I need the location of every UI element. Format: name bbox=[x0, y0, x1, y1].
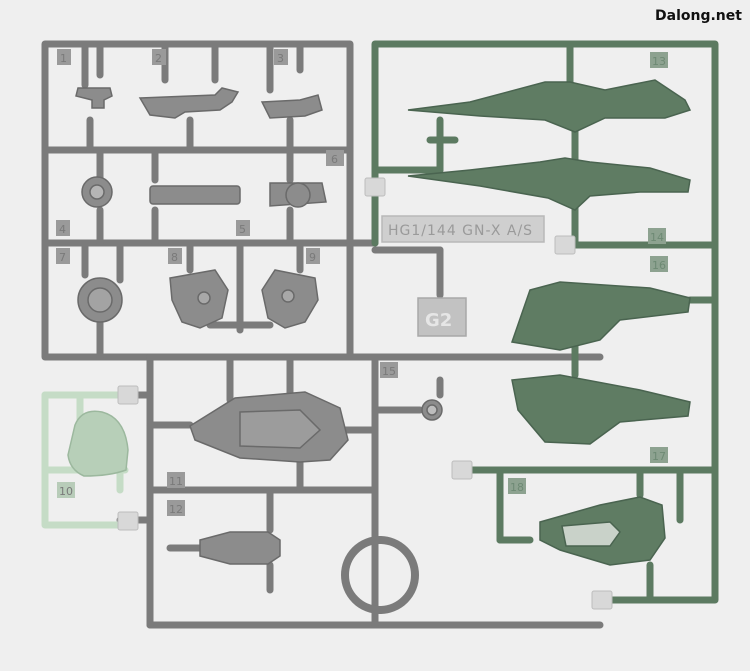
clear-dome-part bbox=[67, 410, 129, 477]
green-runner bbox=[371, 40, 719, 604]
part-tag-9: 9 bbox=[309, 251, 316, 264]
part-tag-8: 8 bbox=[171, 251, 178, 264]
part-tag-13: 13 bbox=[652, 55, 666, 68]
part-tag-16: 16 bbox=[652, 259, 666, 272]
grey-runner bbox=[41, 40, 604, 629]
kit-code-label: HG1/144 GN-X A/S bbox=[388, 223, 533, 239]
part-tag-17: 17 bbox=[652, 450, 666, 463]
part-number-tags: 1 2 3 4 5 6 7 8 9 10 11 12 13 14 15 16 1… bbox=[56, 49, 668, 516]
part-tag-12: 12 bbox=[169, 503, 183, 516]
part-tag-6: 6 bbox=[331, 153, 338, 166]
part-tag-5: 5 bbox=[239, 223, 246, 236]
part-tag-3: 3 bbox=[277, 52, 284, 65]
gate-tabs bbox=[117, 177, 613, 610]
part-tag-18: 18 bbox=[510, 481, 524, 494]
part-tag-4: 4 bbox=[59, 223, 66, 236]
part-tag-7: 7 bbox=[59, 251, 66, 264]
grey-parts bbox=[75, 87, 545, 565]
watermark: Dalong.net bbox=[655, 8, 742, 24]
part-tag-14: 14 bbox=[650, 231, 664, 244]
part-tag-2: 2 bbox=[155, 52, 162, 65]
green-parts bbox=[407, 79, 692, 566]
part-tag-11: 11 bbox=[169, 475, 183, 488]
runner-letter-label: G2 bbox=[425, 310, 452, 331]
part-tag-1: 1 bbox=[60, 52, 67, 65]
part-tag-15: 15 bbox=[382, 365, 396, 378]
part-tag-10: 10 bbox=[59, 485, 73, 498]
